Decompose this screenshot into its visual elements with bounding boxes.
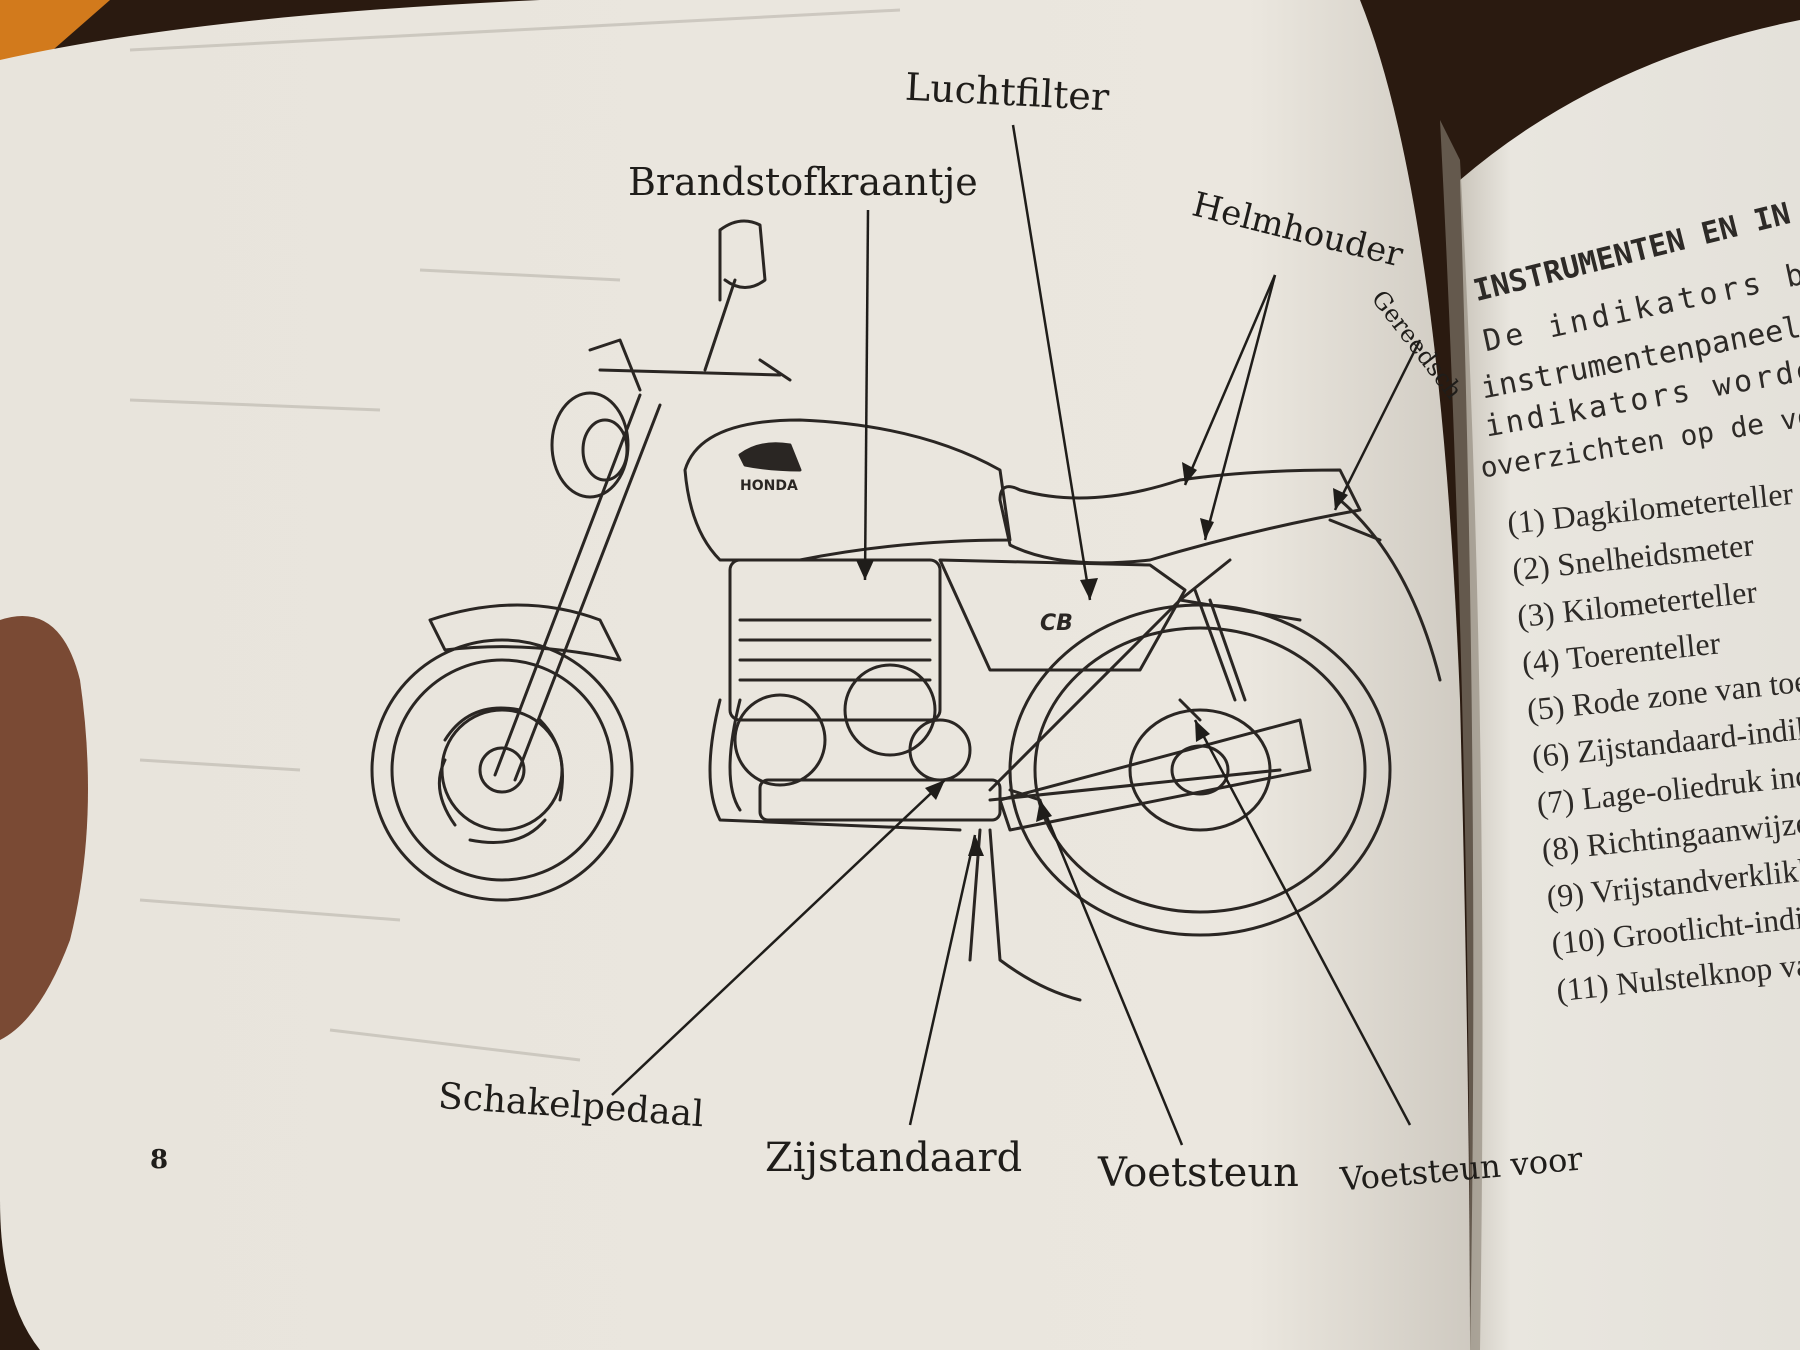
exhaust: [708, 698, 962, 832]
rear-shock: [1193, 588, 1247, 702]
seat: [998, 468, 1362, 565]
front-wheel: [370, 638, 634, 902]
bleed-through: [129, 8, 901, 1062]
motorcycle-illustration: HONDA CB: [370, 219, 1442, 1002]
callout-arrowheads: [856, 462, 1348, 856]
right-page: [1460, 20, 1800, 1350]
page-number: 8: [150, 1145, 169, 1175]
side-badge: CB: [1040, 611, 1073, 636]
handlebar: [588, 338, 792, 392]
front-fender: [428, 603, 622, 662]
headlight: [550, 391, 630, 499]
engine: [728, 558, 1002, 822]
finger: [0, 616, 88, 1040]
front-fork: [493, 393, 662, 782]
honda-wing-logo: [738, 442, 802, 472]
swingarm: [998, 718, 1312, 832]
left-page: [0, 0, 1470, 1350]
side-cover: [938, 558, 1187, 672]
label-voetsteun: Voetsteun: [1098, 1150, 1299, 1196]
tank-logo-text: HONDA: [740, 478, 798, 494]
book-gutter: [1440, 120, 1483, 1350]
mirror: [703, 219, 767, 372]
rear-frame: [988, 558, 1302, 802]
fuel-tank: [683, 418, 1012, 562]
label-brandstofkraantje: Brandstofkraantje: [628, 160, 978, 204]
rear-fender: [1328, 498, 1442, 682]
footpeg: [1008, 698, 1202, 802]
label-zijstandaard: Zijstandaard: [765, 1135, 1023, 1181]
callout-lines: [611, 124, 1422, 1146]
